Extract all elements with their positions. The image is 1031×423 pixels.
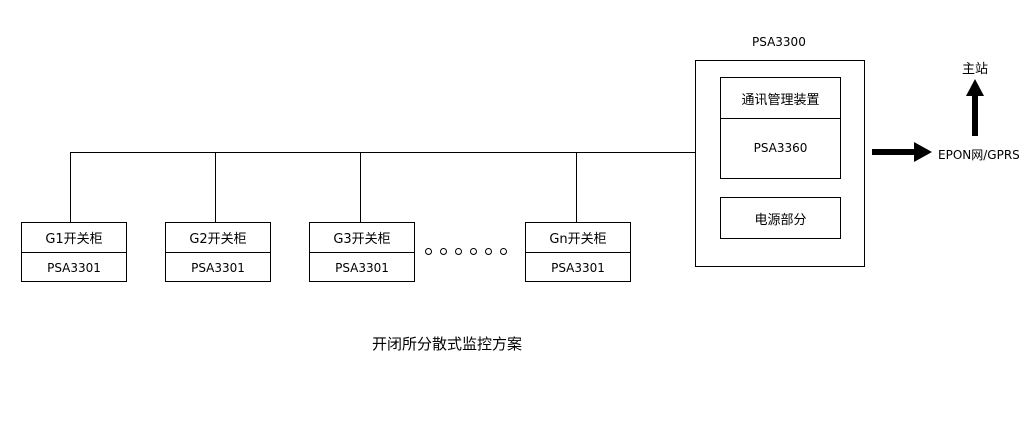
cabinet-g1: G1开关柜 PSA3301	[21, 222, 127, 282]
cabinet-g3: G3开关柜 PSA3301	[309, 222, 415, 282]
bus-device-model: PSA3300	[752, 35, 806, 49]
diagram-caption: 开闭所分散式监控方案	[372, 335, 523, 353]
cabinet-model: PSA3301	[47, 260, 101, 275]
drop-line-g2	[215, 152, 216, 223]
power-unit-box: 电源部分	[720, 197, 841, 239]
cabinet-name: G1开关柜	[22, 223, 126, 253]
bus-device-box: 通讯管理装置 PSA3360 电源部分	[695, 60, 865, 267]
drop-line-g1	[70, 152, 71, 223]
master-station-label: 主站	[962, 62, 989, 77]
ellipsis-dot	[485, 248, 492, 255]
comm-unit-model: PSA3360	[753, 141, 808, 155]
drop-line-g3	[360, 152, 361, 223]
cabinet-model: PSA3301	[191, 260, 245, 275]
cabinet-name: G3开关柜	[310, 223, 414, 253]
comm-unit-box: 通讯管理装置 PSA3360	[720, 77, 841, 179]
drop-line-gn	[576, 152, 577, 223]
ellipsis-dot	[470, 248, 477, 255]
cabinet-name: Gn开关柜	[526, 223, 630, 253]
cabinet-gn: Gn开关柜 PSA3301	[525, 222, 631, 282]
cabinet-name: G2开关柜	[166, 223, 270, 253]
right-arrow-icon	[872, 142, 932, 162]
bus-line	[70, 152, 696, 153]
up-arrow-icon	[966, 79, 984, 136]
ellipsis-dot	[500, 248, 507, 255]
ellipsis-dot	[440, 248, 447, 255]
power-unit-title: 电源部分	[754, 212, 807, 228]
comm-unit-title: 通讯管理装置	[721, 78, 840, 119]
cabinet-model: PSA3301	[551, 260, 605, 275]
ellipsis-dot	[455, 248, 462, 255]
cabinet-g2: G2开关柜 PSA3301	[165, 222, 271, 282]
ellipsis-dot	[425, 248, 432, 255]
cabinet-model: PSA3301	[335, 260, 389, 275]
network-label: EPON网/GPRS	[938, 148, 1020, 162]
